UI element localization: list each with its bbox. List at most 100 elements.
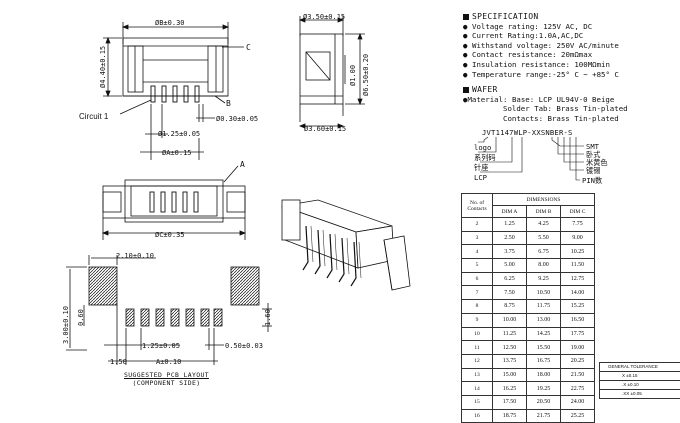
pcb-subtitle: (COMPONENT SIDE) [132,379,201,387]
part-number-code: JVT1147WLP-XXSNBER-S [482,128,573,137]
technical-drawing: ØB±0.30 Ø4.40±0.15 C B Circuit 1 Ø1.25± [62,13,411,366]
cell-dim: 16.75 [526,353,561,369]
side-width-dimension: Ø3.50±0.15 [303,13,345,21]
circuit-1-label: Circuit 1 [79,112,109,121]
cell-contacts: 3 [461,230,493,246]
cell-dim: 13.00 [526,312,561,328]
list-item: ●Contact resistance: 20mΩmax [463,50,593,60]
cell-contacts: 16 [461,408,493,423]
material-block: ●Material: Base: LCP UL94V-0 Beige Solde… [463,94,628,123]
cell-dim: 18.00 [526,367,561,383]
cell-dim: 11.50 [560,258,595,273]
cell-dim: 10.25 [560,244,595,260]
pcb-pad-length-dimension: 1.60 [264,309,272,326]
cell-dim: 15.00 [492,367,527,383]
cell-dim: 10.50 [526,285,561,301]
list-item: ●Temperature range:-25° C ~ +85° C [463,69,619,79]
list-item: ●Current Rating:1.0A,AC,DC [463,31,584,41]
cell-dim: 22.75 [560,381,595,396]
pcb-pad-width-dimension: 2.10±0.10 [116,252,154,260]
pn-label-logo: logo [474,143,492,152]
tolerance-row: X ±0.15 [600,371,680,380]
cell-dim: 8.00 [526,258,561,273]
cell-dim: 11.75 [526,299,561,314]
cell-dim: 12.50 [492,340,527,355]
pn-label-header: 针座 [474,163,489,172]
pn-label-color: 米黄色 [586,158,608,167]
pitch-dimension: Ø1.25±0.05 [158,130,200,138]
cell-dim: 1.25 [492,217,527,232]
list-item: ●Voltage rating: 125V AC, DC [463,21,593,31]
front-view: A ØC±0.35 [101,160,247,240]
cell-dim: 6.25 [492,271,527,287]
part-number-breakdown: JVT1147WLP-XXSNBER-S logo 系列码 针座 LCP SMT… [474,128,614,188]
tolerance-row: .X ±0.10 [600,380,680,389]
pcb-caption: SUGGESTED PCB LAYOUT (COMPONENT SIDE) [124,371,209,387]
cell-dim: 16.25 [492,381,527,396]
cell-contacts: 10 [461,326,493,342]
isometric-view [281,199,411,291]
cell-dim: 20.25 [560,353,595,369]
dimensions-table: No. of Contacts DIMENSIONS DIM A DIM B D… [461,193,595,423]
cell-contacts: 12 [461,353,493,369]
side-height-dimension: Ø6.50±0.20 [362,54,370,96]
pn-label-pin-count: PIN数 [582,176,603,185]
side-view: Ø3.50±0.15 Ø6.50±0.20 Ø1.00 Ø3.60±0.15 [298,13,370,133]
cell-contacts: 2 [461,217,493,232]
cell-dim: 12.75 [560,271,595,287]
side-bottom-dimension: Ø3.60±0.15 [304,125,346,133]
pcb-gap-dimension: 0.60 [77,309,85,326]
top-view: ØB±0.30 Ø4.40±0.15 C B Circuit 1 Ø1.25± [79,19,258,160]
cell-contacts: 4 [461,244,493,260]
bullet-square-icon [463,13,469,20]
height-dimension: Ø4.40±0.15 [99,46,107,88]
label-b: B [226,99,231,108]
pcb-title: SUGGESTED PCB LAYOUT [124,371,209,379]
cell-dim: 10.00 [492,312,527,328]
wafer-heading: WAFER [463,85,675,95]
label-a: A [240,160,245,169]
a-dimension: ØA±0.15 [162,149,192,157]
cell-dim: 19.25 [526,381,561,396]
bullet-square-icon [463,86,469,93]
cell-dim: 21.50 [560,367,595,383]
cell-dim: 25.25 [560,408,595,423]
list-item: ●Withstand voltage: 250V AC/minute [463,40,619,50]
table-header-contacts: No. of Contacts [461,193,493,218]
cell-contacts: 6 [461,271,493,287]
table-header-dim-a: DIM A [492,205,527,218]
pcb-height-dimension: 3.00±0.10 [62,306,70,344]
cell-contacts: 14 [461,381,493,396]
cell-dim: 17.50 [492,394,527,410]
pcb-pitch-dimension: 1.25±0.05 [142,342,180,350]
cell-dim: 7.50 [492,285,527,301]
list-item: ●Insulation resistance: 100MΩmin [463,59,610,69]
cell-dim: 9.25 [526,271,561,287]
cell-dim: 11.25 [492,326,527,342]
cell-dim: 6.75 [526,244,561,260]
cell-dim: 5.50 [526,230,561,246]
cell-contacts: 15 [461,394,493,410]
cell-dim: 16.50 [560,312,595,328]
pn-label-lcp: LCP [474,173,487,182]
pcb-pad-spacing-dimension: 0.50±0.03 [225,342,263,350]
cell-dim: 21.75 [526,408,561,423]
cell-dim: 7.75 [560,217,595,232]
cell-dim: 24.00 [560,394,595,410]
cell-dim: 9.00 [560,230,595,246]
cell-dim: 2.50 [492,230,527,246]
label-c: C [246,43,251,52]
pn-label-horizontal: 卧式 [586,150,601,159]
cell-dim: 8.75 [492,299,527,314]
